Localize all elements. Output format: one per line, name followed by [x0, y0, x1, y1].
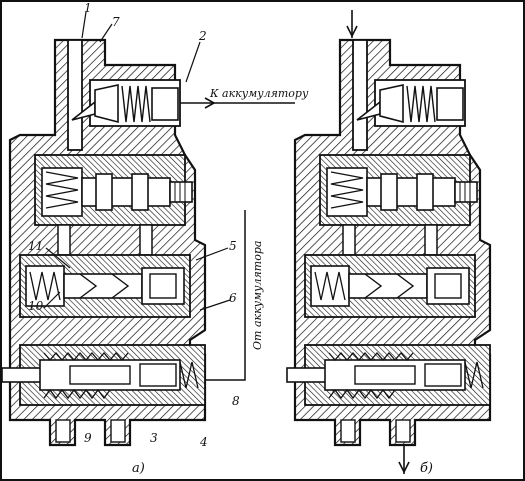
callout-10: 10 — [28, 299, 44, 313]
side-inlet-label: От аккумулятора — [251, 240, 264, 350]
callout-11: 11 — [28, 239, 44, 253]
callout-1: 1 — [84, 1, 92, 15]
caption-b: б) — [420, 461, 434, 476]
caption-a: а) — [132, 461, 145, 476]
callout-5: 5 — [229, 239, 237, 253]
valve-section-a — [0, 11, 295, 447]
callout-3: 3 — [150, 431, 158, 445]
arrow-down-icon — [346, 25, 358, 38]
callout-8: 8 — [232, 394, 240, 408]
outlet-label: К аккумулятору — [210, 87, 309, 100]
arrow-right-icon — [204, 97, 216, 109]
callout-6: 6 — [229, 291, 237, 305]
arrow-down-icon — [398, 461, 410, 474]
callout-2: 2 — [199, 29, 207, 43]
valve-section-b — [285, 10, 492, 474]
callout-4: 4 — [200, 435, 208, 449]
callout-7: 7 — [112, 15, 120, 29]
callout-9: 9 — [84, 431, 92, 445]
